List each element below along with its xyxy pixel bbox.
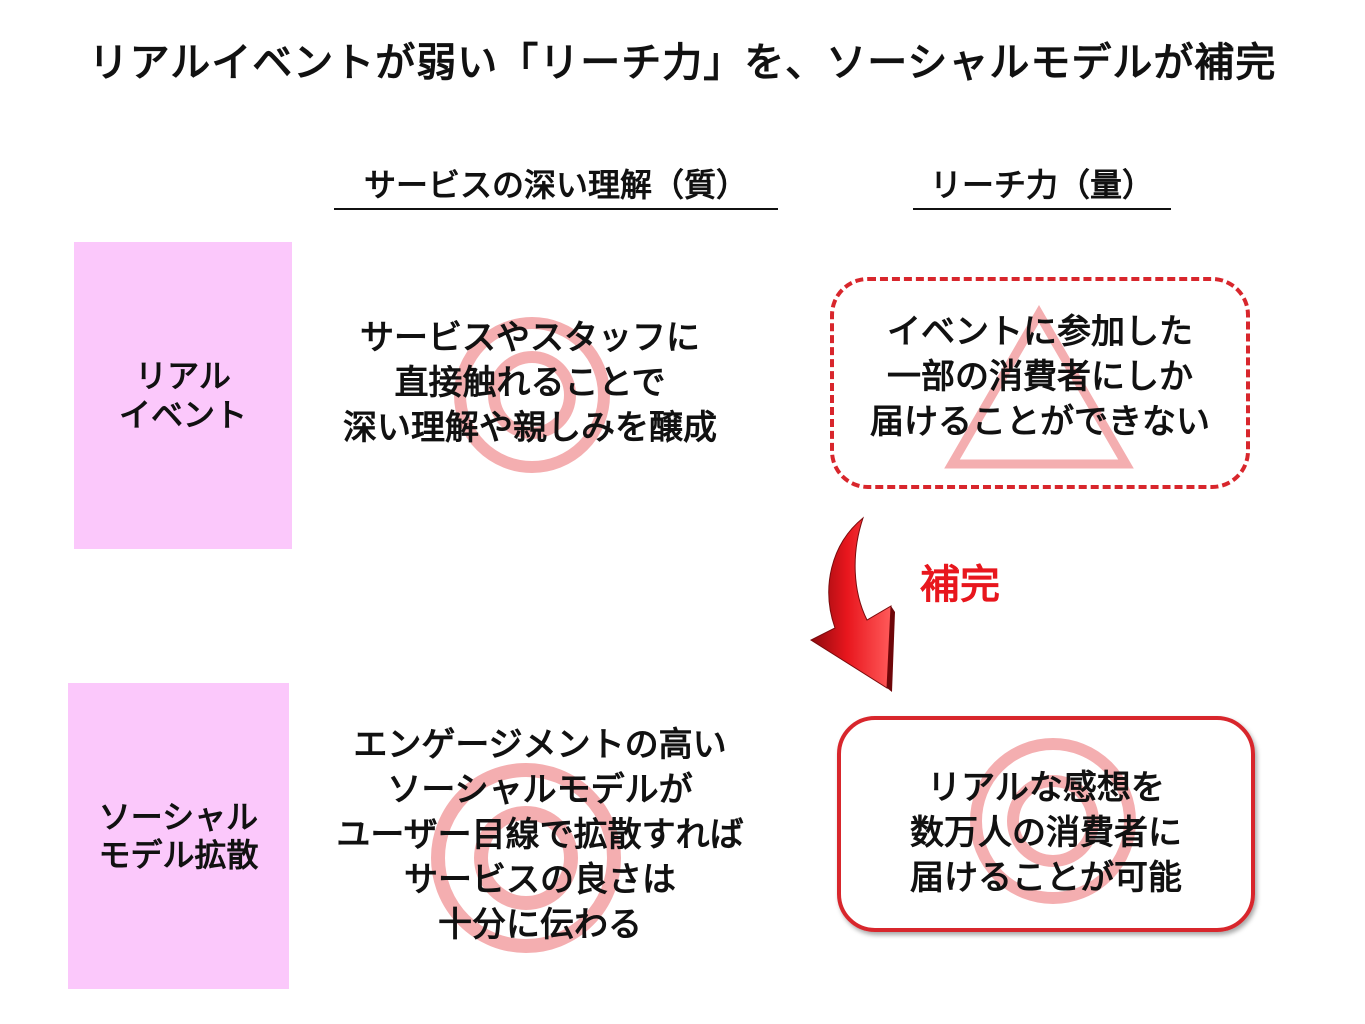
column-header-reach: リーチ力（量） [913, 160, 1171, 210]
row-label-real-event-text: リアル イベント [118, 357, 247, 434]
complement-label: 補完 [920, 562, 1000, 608]
real-event-quality-text: サービスやスタッフに 直接触れることで 深い理解や親しみを醸成 [343, 318, 717, 448]
double-circle-icon [970, 738, 1136, 904]
reach-limited-box [830, 277, 1250, 489]
slide-title: リアルイベントが弱い「リーチ力」を、ソーシャルモデルが補完 [88, 40, 1277, 86]
column-header-quality: サービスの深い理解（質） [334, 160, 778, 210]
double-circle-icon [454, 317, 610, 473]
row-label-social-model-text: ソーシャル モデル拡散 [98, 797, 259, 874]
double-circle-icon [431, 763, 621, 953]
real-event-reach-text: イベントに参加した 一部の消費者にしか 届けることができない [870, 312, 1210, 442]
social-model-quality-text: エンゲージメントの高い ソーシャルモデルが ユーザー目線で拡散すれば サービスの… [336, 725, 744, 945]
triangle-icon [944, 305, 1134, 469]
row-label-social-model: ソーシャル モデル拡散 [68, 683, 289, 989]
curved-down-arrow-icon [809, 516, 895, 692]
row-label-real-event: リアル イベント [74, 242, 292, 549]
reach-possible-box [837, 716, 1255, 932]
social-model-reach-text: リアルな感想を 数万人の消費者に 届けることが可能 [910, 768, 1182, 898]
